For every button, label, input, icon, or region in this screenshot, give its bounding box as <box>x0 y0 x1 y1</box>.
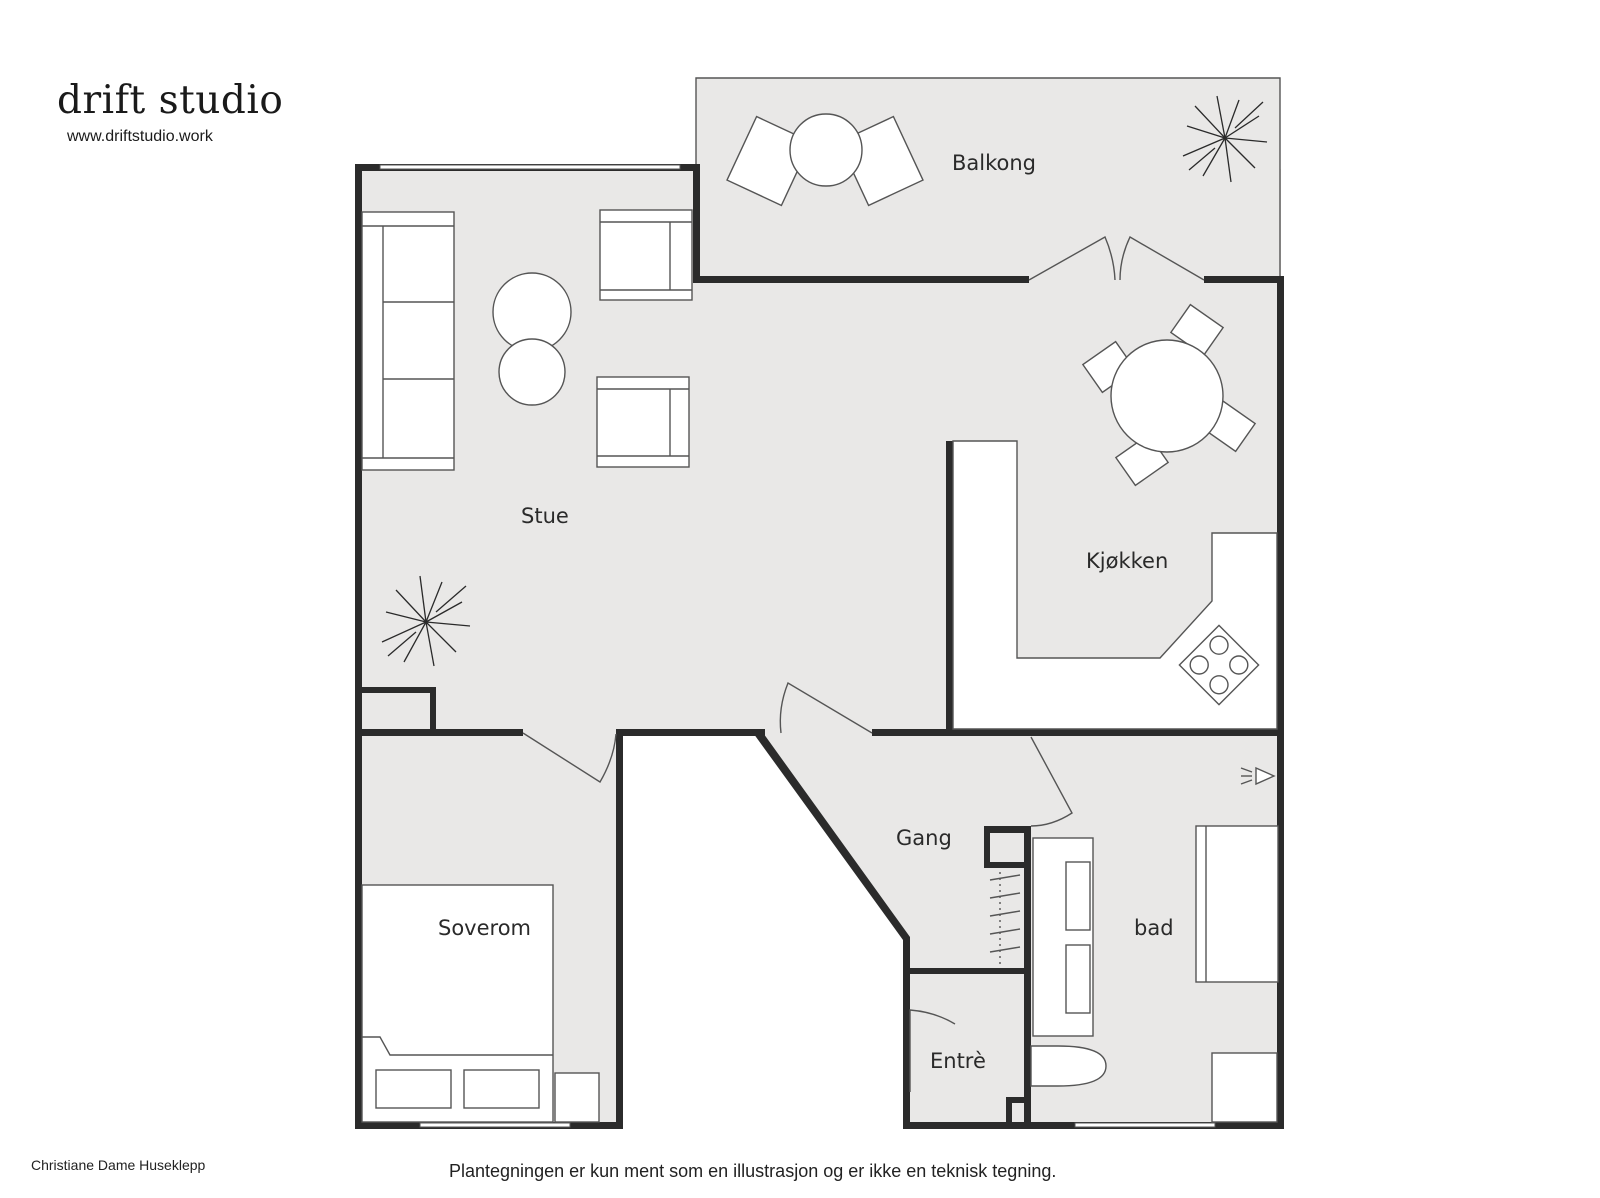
room-label-soverom: Soverom <box>438 916 531 940</box>
sink-bottom <box>1065 944 1091 1014</box>
dining-table <box>1110 339 1224 453</box>
balcony-chair-left <box>726 115 812 207</box>
wall-bedroom-north-a <box>355 729 523 736</box>
wall-closet-box <box>984 826 1031 833</box>
window-north <box>379 164 681 170</box>
interior-doors <box>522 681 1073 1092</box>
disclaimer-text: Plantegningen er kun ment som en illustr… <box>449 1161 1057 1181</box>
pillow-right <box>463 1069 540 1109</box>
wall-closet-top <box>355 687 435 693</box>
brand-logo-title: drift studio <box>57 78 284 123</box>
coffee-table-small <box>498 338 566 406</box>
light-icon <box>1240 766 1276 786</box>
windows <box>379 164 1216 1128</box>
balcony-door-right <box>1119 236 1205 281</box>
room-label-kjokken: Kjøkken <box>1086 549 1168 573</box>
door-bedroom <box>522 732 617 783</box>
armchair-bottom <box>596 376 690 468</box>
cabinet <box>1211 1052 1278 1123</box>
room-label-entre: Entrè <box>930 1049 986 1073</box>
pillow-left <box>375 1069 452 1109</box>
wall-balcony-south-right <box>1204 276 1284 283</box>
wall-entry-notch <box>1006 1097 1030 1103</box>
brand-url: www.driftstudio.work <box>67 128 213 145</box>
balcony-table <box>789 113 863 187</box>
wall-kitchen-west <box>946 441 953 735</box>
wall-hall-north <box>872 729 1284 736</box>
wall-bedroom-north-b <box>616 729 765 736</box>
wall-bedroom-east <box>616 729 623 1129</box>
wall-closet-box-side <box>984 826 990 868</box>
dining-set <box>1081 303 1257 487</box>
hall-floor <box>755 734 1027 973</box>
wall-bath-west <box>1024 826 1031 1129</box>
wall-living-balcony-edge <box>693 164 700 282</box>
window-south-bedroom <box>419 1122 571 1128</box>
balcony-furniture <box>726 113 924 207</box>
wall-hall-diagonal <box>751 730 910 945</box>
wardrobe-hangers <box>989 872 1021 968</box>
wall-entry-notch-side <box>1006 1097 1012 1127</box>
wall-closet-box-bottom <box>984 862 1031 868</box>
wall-closet-side <box>430 687 436 735</box>
bathroom-fixtures <box>1030 766 1279 1123</box>
bedroom-furniture <box>361 884 600 1123</box>
nightstand <box>554 1072 600 1123</box>
wall-entry-north <box>903 968 1030 974</box>
wall-east <box>1277 276 1284 1128</box>
room-label-stue: Stue <box>521 504 569 528</box>
living-furniture <box>361 209 693 471</box>
balcony-doors <box>1028 236 1205 281</box>
author-credit: Christiane Dame Huseklepp <box>31 1157 206 1173</box>
sofa <box>361 211 455 471</box>
cooktop <box>1178 624 1260 706</box>
bathtub <box>1195 825 1279 983</box>
armchair-top <box>599 209 693 301</box>
toilet <box>1030 1045 1107 1087</box>
door-entry <box>909 1009 956 1092</box>
room-label-balkong: Balkong <box>952 151 1036 175</box>
balcony-door-left <box>1028 236 1116 281</box>
kitchen-counter <box>952 440 1278 730</box>
door-bath <box>1030 736 1073 827</box>
door-hall <box>779 681 873 734</box>
room-label-bad: bad <box>1134 916 1174 940</box>
plant-icon-living <box>381 575 471 667</box>
window-south-bath <box>1074 1122 1216 1128</box>
sink-top <box>1065 861 1091 931</box>
wall-west <box>355 164 362 1128</box>
plant-icon-balcony <box>1182 95 1268 183</box>
room-label-gang: Gang <box>896 826 952 850</box>
wall-balcony-south <box>693 276 1029 283</box>
wall-entry-west <box>903 937 910 1129</box>
